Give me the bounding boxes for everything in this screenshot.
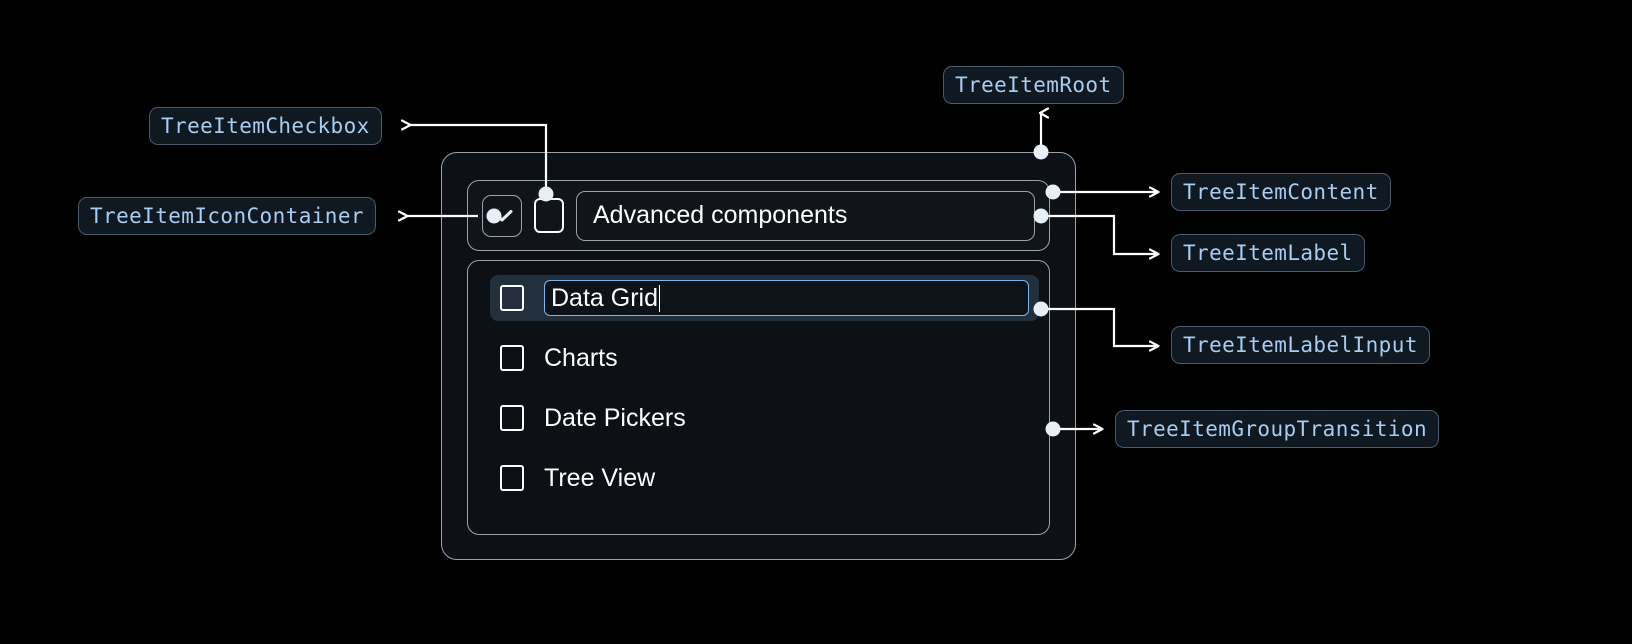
annotation-label: TreeItemLabelInput bbox=[1183, 332, 1418, 357]
annotation-badge-tree-item-label: TreeItemLabel bbox=[1171, 234, 1365, 272]
tree-item-checkbox[interactable] bbox=[500, 285, 524, 311]
tree-item-label-input[interactable]: Data Grid bbox=[544, 280, 1029, 316]
tree-item-root: Advanced components Data Grid Charts Dat… bbox=[441, 152, 1076, 560]
tree-item-checkbox[interactable] bbox=[500, 465, 524, 491]
annotation-label: TreeItemRoot bbox=[955, 72, 1112, 97]
tree-item-label[interactable]: Advanced components bbox=[576, 190, 1035, 241]
tree-item-label[interactable]: Charts bbox=[544, 343, 618, 372]
annotation-badge-tree-item-group-transition: TreeItemGroupTransition bbox=[1115, 410, 1439, 448]
annotation-label: TreeItemLabel bbox=[1183, 240, 1353, 265]
annotation-label: TreeItemIconContainer bbox=[90, 203, 364, 228]
annotation-label: TreeItemContent bbox=[1183, 179, 1379, 204]
tree-item-checkbox[interactable] bbox=[500, 345, 524, 371]
tree-item-label[interactable]: Date Pickers bbox=[544, 403, 686, 432]
tree-item-group-transition: Data Grid Charts Date Pickers Tree View bbox=[467, 260, 1050, 535]
tree-item-checkbox[interactable] bbox=[534, 198, 564, 233]
annotation-label: TreeItemGroupTransition bbox=[1127, 416, 1427, 441]
tree-item-content[interactable]: Advanced components bbox=[467, 180, 1050, 251]
tree-item-row-data-grid[interactable]: Data Grid bbox=[490, 275, 1039, 321]
tree-item-label-text: Advanced components bbox=[593, 201, 848, 229]
tree-item-icon-container[interactable] bbox=[482, 194, 522, 237]
annotation-badge-tree-item-content: TreeItemContent bbox=[1171, 173, 1391, 211]
tree-item-label[interactable]: Tree View bbox=[544, 463, 656, 492]
text-caret bbox=[658, 284, 661, 312]
annotation-badge-tree-item-root: TreeItemRoot bbox=[943, 66, 1124, 104]
tree-item-row-date-pickers[interactable]: Date Pickers bbox=[490, 395, 1039, 441]
chevron-down-icon bbox=[491, 209, 513, 221]
annotation-badge-tree-item-icon-container: TreeItemIconContainer bbox=[78, 197, 376, 235]
tree-item-checkbox[interactable] bbox=[500, 405, 524, 431]
tree-item-row-tree-view[interactable]: Tree View bbox=[490, 455, 1039, 501]
tree-item-row-charts[interactable]: Charts bbox=[490, 335, 1039, 381]
annotation-label: TreeItemCheckbox bbox=[161, 113, 370, 138]
tree-item-label-input-value: Data Grid bbox=[551, 283, 658, 312]
annotation-badge-tree-item-label-input: TreeItemLabelInput bbox=[1171, 326, 1430, 364]
annotation-badge-tree-item-checkbox: TreeItemCheckbox bbox=[149, 107, 382, 145]
